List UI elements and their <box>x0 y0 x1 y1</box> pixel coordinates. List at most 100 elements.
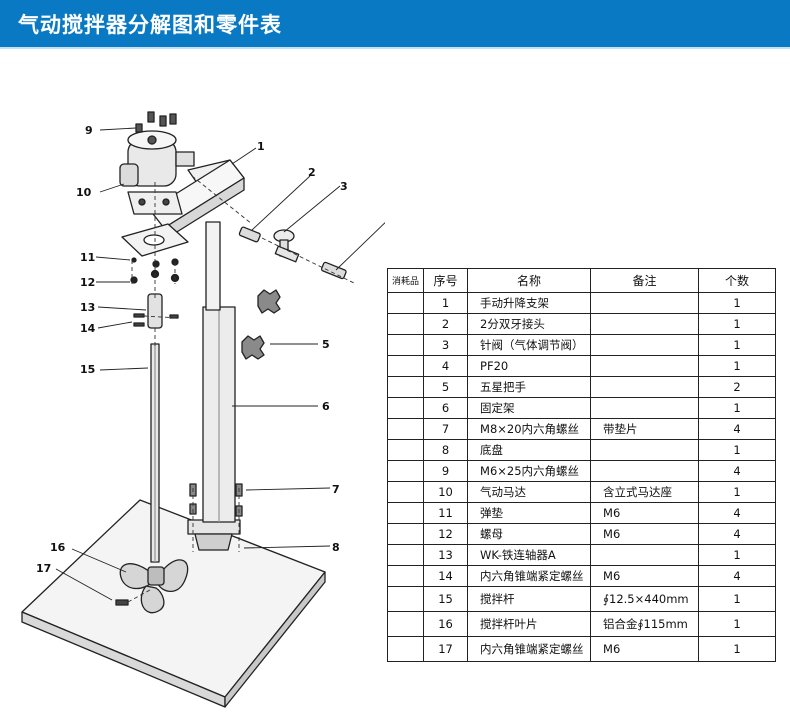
row-qty: 1 <box>698 355 777 377</box>
row-name: 搅拌杆叶片 <box>467 611 592 637</box>
row-name: 内六角锥端紧定螺丝 <box>467 565 592 587</box>
consumable-cell <box>386 292 425 314</box>
row-note: M6 <box>590 636 700 662</box>
row-name: M8×20内六角螺丝 <box>467 418 592 440</box>
impeller <box>119 559 189 614</box>
row-name: M6×25内六角螺丝 <box>467 460 592 482</box>
page-title: 气动搅拌器分解图和零件表 <box>18 13 282 37</box>
header-no: 序号 <box>423 268 469 293</box>
header-divider <box>0 47 790 49</box>
row-note: ∮12.5×440mm <box>590 586 700 612</box>
row-no: 11 <box>423 502 469 524</box>
consumable-cell <box>386 611 425 637</box>
exploded-diagram-svg: 1 2 3 4 5 6 7 8 9 10 11 12 13 14 15 16 1… <box>21 111 385 708</box>
row-note <box>590 292 700 314</box>
row-qty: 4 <box>698 523 777 545</box>
row-qty: 4 <box>698 460 777 482</box>
row-name: 针阀（气体调节阀） <box>467 334 592 356</box>
header-bar: 气动搅拌器分解图和零件表 <box>0 0 790 47</box>
consumable-cell <box>386 481 425 503</box>
coupling <box>147 293 163 329</box>
motor-port <box>175 151 195 167</box>
row-note <box>590 439 700 461</box>
row-no: 2 <box>423 313 469 335</box>
consumable-cell <box>386 397 425 419</box>
consumable-cell <box>386 544 425 566</box>
header-note: 备注 <box>590 268 700 293</box>
bolts-9 <box>135 111 177 133</box>
row-name: 搅拌杆 <box>467 586 592 612</box>
row-name: PF20 <box>467 355 592 377</box>
row-note: M6 <box>590 523 700 545</box>
row-qty: 1 <box>698 397 777 419</box>
parts-table-header: 消耗品 序号 名称 备注 个数 <box>386 268 777 293</box>
callout-2: 2 <box>308 166 316 179</box>
consumable-cell <box>386 586 425 612</box>
callout-15: 15 <box>80 363 95 376</box>
consumable-cell <box>386 565 425 587</box>
row-note: 含立式马达座 <box>590 481 700 503</box>
row-note <box>590 313 700 335</box>
row-qty: 1 <box>698 292 777 314</box>
lift-column <box>205 221 221 311</box>
row-name: 内六角锥端紧定螺丝 <box>467 636 592 662</box>
row-no: 10 <box>423 481 469 503</box>
row-no: 6 <box>423 397 469 419</box>
row-no: 13 <box>423 544 469 566</box>
consumable-cell <box>386 334 425 356</box>
row-note <box>590 460 700 482</box>
row-note: 铝合金∮115mm <box>590 611 700 637</box>
callout-17: 17 <box>36 562 51 575</box>
row-note: M6 <box>590 502 700 524</box>
callout-11: 11 <box>80 251 95 264</box>
row-qty: 1 <box>698 544 777 566</box>
header-consumable: 消耗品 <box>386 268 425 293</box>
motor-side-cover <box>119 163 139 187</box>
row-qty: 1 <box>698 481 777 503</box>
callout-13: 13 <box>80 301 95 314</box>
row-name: 螺母 <box>467 523 592 545</box>
base-plate <box>21 499 326 698</box>
consumable-cell <box>386 460 425 482</box>
row-name: 手动升降支架 <box>467 292 592 314</box>
row-note: M6 <box>590 565 700 587</box>
row-no: 4 <box>423 355 469 377</box>
consumable-cell <box>386 418 425 440</box>
base-plate-side <box>224 571 326 708</box>
header-name: 名称 <box>467 268 592 293</box>
callout-5: 5 <box>322 338 330 351</box>
callout-6: 6 <box>322 400 330 413</box>
callout-3: 3 <box>340 180 348 193</box>
row-note <box>590 544 700 566</box>
callout-9: 9 <box>85 124 93 137</box>
row-qty: 4 <box>698 418 777 440</box>
callout-16: 16 <box>50 541 66 554</box>
row-no: 1 <box>423 292 469 314</box>
row-no: 9 <box>423 460 469 482</box>
row-no: 15 <box>423 586 469 612</box>
consumable-cell <box>386 355 425 377</box>
consumable-cell <box>386 313 425 335</box>
callout-14: 14 <box>80 322 96 335</box>
callout-8: 8 <box>332 541 340 554</box>
row-qty: 4 <box>698 502 777 524</box>
row-qty: 4 <box>698 565 777 587</box>
row-name: 弹垫 <box>467 502 592 524</box>
row-name: 固定架 <box>467 397 592 419</box>
header-qty: 个数 <box>698 268 777 293</box>
star-knob <box>241 289 281 360</box>
row-qty: 1 <box>698 313 777 335</box>
